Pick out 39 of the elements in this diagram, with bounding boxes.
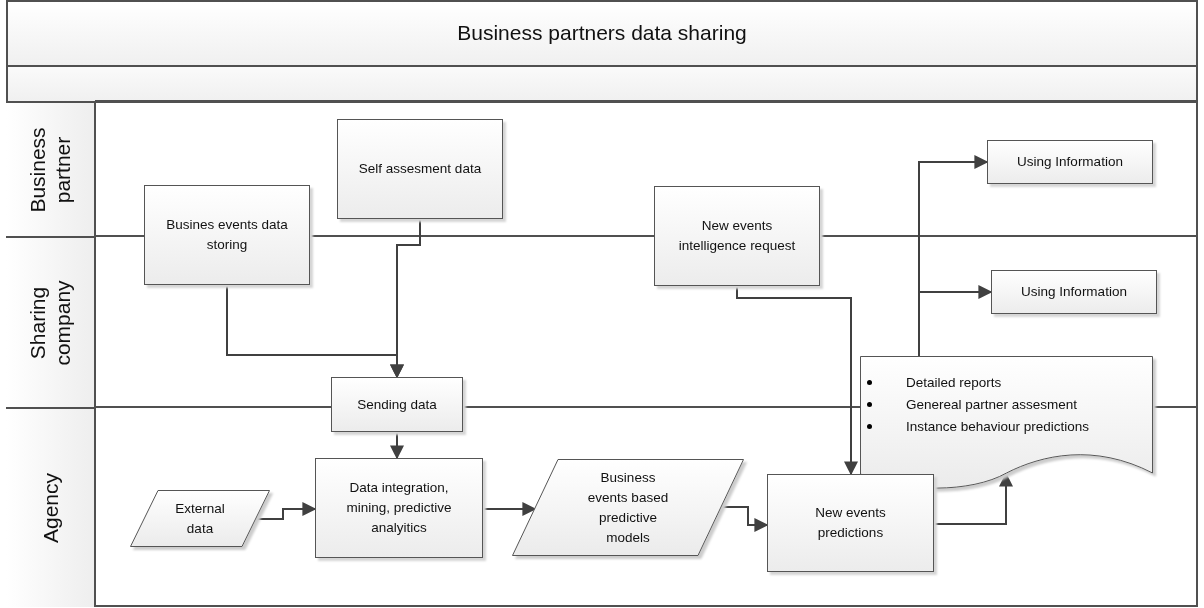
arrow	[390, 218, 421, 379]
lane-label: Business partner	[25, 125, 75, 215]
arrow	[736, 285, 858, 476]
lane-header	[6, 101, 96, 236]
process-box	[331, 377, 463, 432]
arrow	[390, 431, 404, 460]
diagram-title: Business partners data sharing	[456, 20, 748, 46]
arrow	[918, 285, 993, 357]
node-text: New events intelligence request	[677, 217, 797, 255]
node-text: Busines events data storing	[165, 216, 289, 254]
node-text: Self assesment data	[357, 160, 483, 178]
document-shape	[860, 356, 1153, 491]
data-parallelogram	[512, 459, 744, 556]
lane-label: Agency	[37, 472, 63, 546]
list-item: Detailed reports	[864, 372, 1090, 394]
lane-header	[6, 407, 96, 607]
process-box	[767, 474, 934, 572]
lane-header	[6, 236, 96, 407]
process-box	[315, 458, 483, 558]
process-box	[991, 270, 1157, 314]
node-text: Using Information	[1016, 153, 1124, 171]
arrow	[933, 472, 1013, 525]
process-box	[144, 185, 310, 285]
node-text: External data	[174, 499, 226, 538]
node-text: Business events based predictive models	[586, 468, 670, 547]
list-item: Instance behaviour predictions	[864, 416, 1090, 438]
arrow	[720, 506, 769, 532]
process-box	[654, 186, 820, 286]
node-text: Using Information	[1020, 283, 1128, 301]
data-parallelogram	[130, 490, 270, 547]
list-item: Genereal partner assesment	[864, 394, 1090, 416]
lane-label: Sharing company	[25, 278, 75, 368]
process-box	[987, 140, 1153, 184]
arrow	[255, 502, 317, 520]
process-box	[337, 119, 503, 219]
arrow	[482, 502, 537, 516]
node-text: New events predictions	[814, 504, 887, 542]
node-text: Data integration, mining, predictive analyitics	[345, 479, 453, 537]
node-text: Sending data	[356, 395, 438, 414]
